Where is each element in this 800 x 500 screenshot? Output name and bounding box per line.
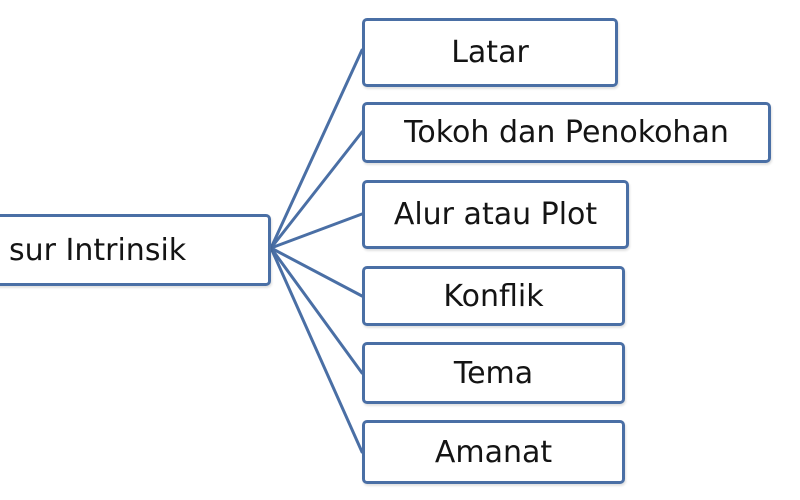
child-node-label: Konflik <box>443 278 544 314</box>
child-node-label: Amanat <box>434 434 553 470</box>
child-node-label: Alur atau Plot <box>393 197 598 232</box>
child-node-amanat: Amanat <box>362 420 625 484</box>
root-node-label: sur Intrinsik <box>9 232 187 268</box>
child-node-label: Latar <box>451 35 529 70</box>
child-node-konflik: Konflik <box>362 266 625 326</box>
connector-tokoh-dan-penokohan <box>269 130 364 250</box>
connector-tema <box>269 246 364 375</box>
connector-latar <box>269 48 364 250</box>
child-node-label: Tokoh dan Penokohan <box>404 115 729 150</box>
root-node: sur Intrinsik <box>0 214 271 286</box>
child-node-latar: Latar <box>362 18 618 87</box>
child-node-alur-atau-plot: Alur atau Plot <box>362 180 629 249</box>
child-node-tokoh-dan-penokohan: Tokoh dan Penokohan <box>362 102 771 163</box>
connector-konflik <box>269 246 364 298</box>
connector-alur-atau-plot <box>269 212 364 250</box>
connector-amanat <box>269 246 364 454</box>
child-node-label: Tema <box>453 355 534 391</box>
child-node-tema: Tema <box>362 342 625 404</box>
